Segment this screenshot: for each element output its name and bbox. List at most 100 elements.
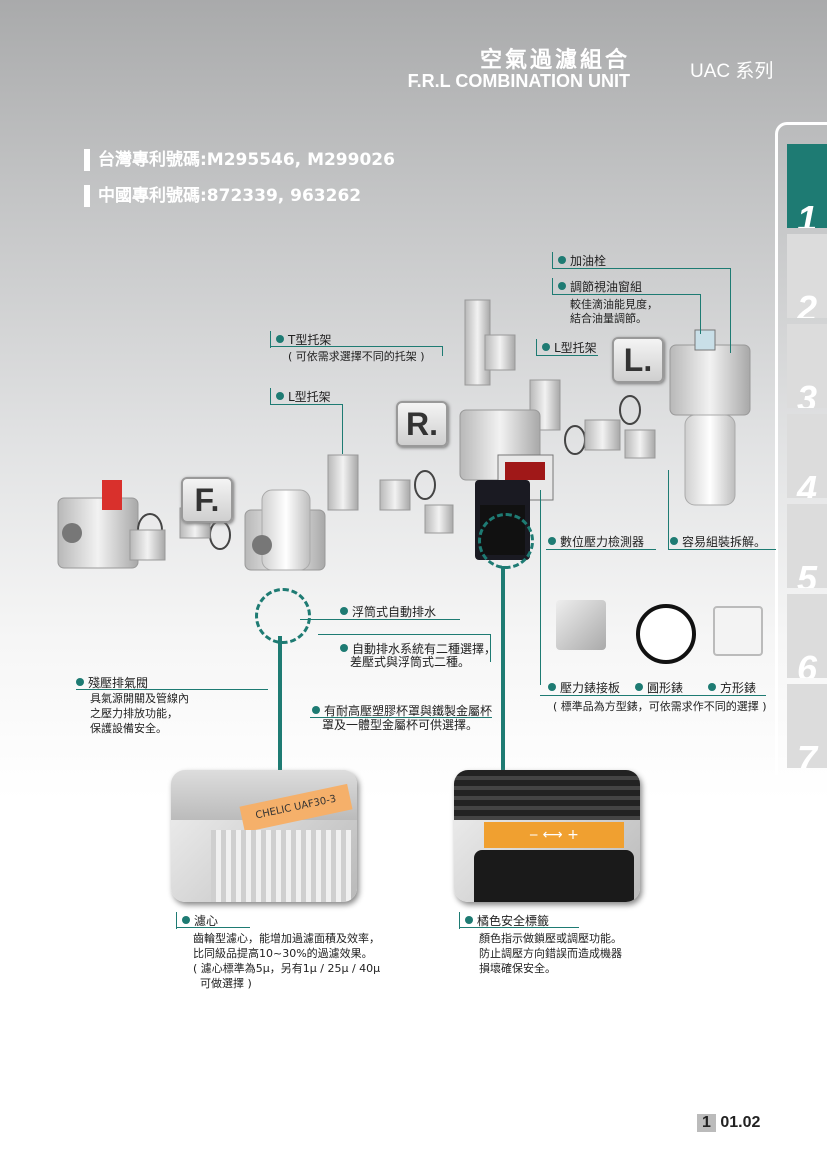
orange-safety-band: ‒ ⟷ + xyxy=(484,822,624,848)
label-bowl: 有耐高壓塑膠杯罩與鐵製金屬杯 xyxy=(312,702,492,719)
knob-connector-line xyxy=(501,566,505,770)
t-bracket-desc: ( 可依需求選擇不同的托架 ) xyxy=(288,350,425,363)
residual-valve-part xyxy=(57,480,139,569)
leader-line xyxy=(310,717,492,718)
bullet-icon xyxy=(182,916,190,924)
residual-desc-2: 之壓力排放功能， xyxy=(90,707,178,720)
filter-element-photo: CHELIC UAF30-3 xyxy=(171,770,357,902)
bullet-icon xyxy=(276,392,284,400)
filter-desc-1: 齒輪型濾心，能增加過濾面積及效率， xyxy=(193,932,380,945)
orange-desc-3: 損壞確保安全。 xyxy=(479,962,556,975)
orange-desc-2: 防止調壓方向錯誤而造成機器 xyxy=(479,947,622,960)
label-sight-glass: 調節視油窗組 xyxy=(552,278,642,295)
bullet-icon xyxy=(635,683,643,691)
leader-line xyxy=(270,346,442,347)
leader-line xyxy=(540,695,766,696)
bullet-icon xyxy=(670,537,678,545)
filter-desc-2: 比同級品提高10~30%的過濾效果。 xyxy=(193,947,373,960)
badge-filter: F. xyxy=(181,477,233,523)
leader-line xyxy=(546,549,656,550)
leader-line xyxy=(552,268,730,269)
chapter-tab-5[interactable]: 5 xyxy=(787,504,827,588)
page-number: 1 01.02 xyxy=(697,1114,760,1132)
label-filter: 濾心 xyxy=(176,912,218,929)
chapter-tab-4[interactable]: 4 xyxy=(787,414,827,498)
chapter-number: 1 xyxy=(697,1114,716,1132)
round-gauge-part xyxy=(636,604,696,664)
filter-desc-3: ( 濾心標準為5μ，另有1μ / 25μ / 40μ xyxy=(193,962,381,975)
filter-desc-4: 可做選擇 ) xyxy=(193,977,252,990)
page-title-zh: 空氣過濾組合 xyxy=(479,48,630,73)
ring-parts xyxy=(137,395,641,550)
label-round-gauge: 圓形錶 xyxy=(635,679,683,696)
residual-desc-3: 保護設備安全。 xyxy=(90,722,167,735)
sight-glass-desc-1: 較佳滴油能見度， xyxy=(570,298,658,311)
square-gauge-part xyxy=(713,606,763,656)
leader-line xyxy=(668,470,669,549)
label-digital-gauge: 數位壓力檢測器 xyxy=(548,533,644,550)
auto-drain-desc: 差壓式與浮筒式二種。 xyxy=(350,655,471,669)
leader-line xyxy=(76,689,268,690)
leader-line xyxy=(730,268,731,353)
label-l-bracket-left: L型托架 xyxy=(270,388,331,405)
filter-callout-circle xyxy=(255,588,311,644)
label-l-bracket-right: L型托架 xyxy=(536,339,597,356)
leader-line xyxy=(270,404,342,405)
gauge-plate-part xyxy=(556,600,606,650)
knob-body xyxy=(474,850,634,902)
bullet-icon xyxy=(340,644,348,652)
leader-line xyxy=(342,404,343,454)
label-easy-assembly: 容易組裝拆解。 xyxy=(670,533,766,550)
label-residual-valve: 殘壓排氣閥 xyxy=(76,674,148,691)
pleated-filter xyxy=(211,830,351,902)
badge-lubricator: L. xyxy=(612,337,664,383)
leader-line xyxy=(700,294,701,334)
bullet-icon xyxy=(548,537,556,545)
patent-taiwan: 台灣專利號碼:M295546, M299026 xyxy=(84,149,395,171)
leader-line xyxy=(300,619,460,620)
bullet-icon xyxy=(76,678,84,686)
leader-line xyxy=(442,346,443,356)
chapter-tab-7[interactable]: 7 xyxy=(787,684,827,768)
chapter-tab-6[interactable]: 6 xyxy=(787,594,827,678)
label-square-gauge: 方形錶 xyxy=(708,679,756,696)
leader-line xyxy=(668,549,776,550)
badge-regulator: R. xyxy=(396,401,448,447)
leader-line xyxy=(176,927,250,928)
page-title-en: F.R.L COMBINATION UNIT xyxy=(407,71,630,91)
chapter-tab-frame xyxy=(775,122,827,775)
label-gauge-plate: 壓力錶接板 xyxy=(548,679,620,696)
patent-china: 中國專利號碼:872339, 963262 xyxy=(84,185,361,207)
leader-line xyxy=(318,634,490,635)
label-t-bracket: T型托架 xyxy=(270,331,331,348)
bullet-icon xyxy=(708,683,716,691)
series-label: UAC 系列 xyxy=(690,61,774,82)
leader-line xyxy=(536,355,598,356)
label-float-drain: 浮筒式自動排水 xyxy=(340,603,436,620)
orange-desc-1: 顏色指示做鎖壓或調壓功能。 xyxy=(479,932,622,945)
leader-line xyxy=(552,294,700,295)
page-number-value: 01.02 xyxy=(720,1114,761,1131)
label-orange-safety: 橘色安全標籤 xyxy=(459,912,549,929)
label-auto-drain: 自動排水系統有二種選擇， xyxy=(340,640,496,657)
label-oil-plug: 加油栓 xyxy=(552,252,606,269)
leader-line xyxy=(540,490,541,685)
chapter-tab-3[interactable]: 3 xyxy=(787,324,827,408)
orange-label-photo: ‒ ⟷ + xyxy=(454,770,640,902)
bullet-icon xyxy=(340,607,348,615)
filter-connector-line xyxy=(278,636,282,770)
gauge-note: ( 標準品為方型錶，可依需求作不同的選擇 ) xyxy=(553,700,767,713)
leader-line xyxy=(459,927,579,928)
chapter-tab-2[interactable]: 2 xyxy=(787,234,827,318)
knob-thread xyxy=(454,770,640,820)
bullet-icon xyxy=(558,256,566,264)
chapter-tab-1[interactable]: 1 xyxy=(787,144,827,228)
sight-glass-desc-2: 結合油量調節。 xyxy=(570,312,647,325)
residual-desc-1: 具氣源開關及管線內 xyxy=(90,692,189,705)
filter-unit-part xyxy=(244,489,326,571)
bullet-icon xyxy=(465,916,473,924)
bullet-icon xyxy=(542,343,550,351)
bullet-icon xyxy=(276,335,284,343)
knob-callout-circle xyxy=(478,513,534,569)
lubricator-unit-part xyxy=(669,329,751,506)
